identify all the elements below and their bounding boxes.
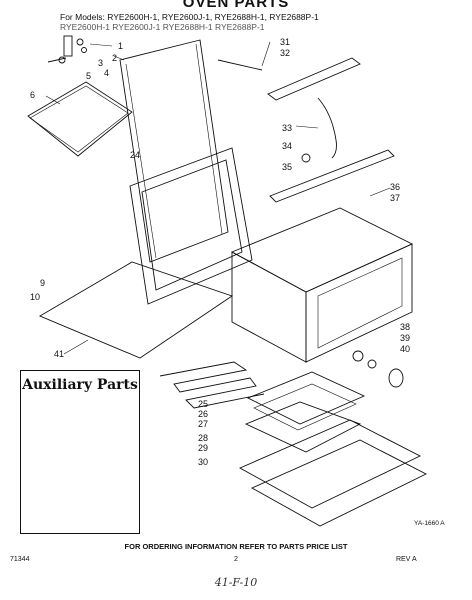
callout-27: 27 <box>198 419 208 429</box>
diagram-title: OVEN PARTS <box>182 0 290 11</box>
top-rail-drawing <box>217 57 361 101</box>
door-frame-drawing <box>129 147 253 305</box>
oven-cavity-drawing <box>230 207 414 363</box>
callout-36: 36 <box>390 182 400 192</box>
callout-37: 37 <box>390 193 400 203</box>
callout-6: 6 <box>30 90 35 100</box>
broiler-pan-drawing <box>244 371 366 453</box>
callout-29: 29 <box>198 443 208 453</box>
callout-1: 1 <box>118 41 123 51</box>
callout-2: 2 <box>112 53 117 63</box>
auxiliary-parts-box: Auxiliary Parts <box>20 370 140 534</box>
oven-light-drawing <box>352 350 404 388</box>
vent-tube-drawing <box>317 97 337 159</box>
callout-32: 32 <box>280 48 290 58</box>
callout-3: 3 <box>98 58 103 68</box>
callout-labels: 1 2 3 4 5 6 9 10 24 25 26 27 28 29 30 31… <box>30 37 410 467</box>
model-list-secondary: RYE2600H-1 RYE2600J-1 RYE2688H-1 RYE2688… <box>60 22 265 32</box>
callout-31: 31 <box>280 37 290 47</box>
page-number: 2 <box>234 556 238 563</box>
handwritten-note: 41-F-10 <box>214 576 258 589</box>
callout-35: 35 <box>282 162 292 172</box>
callout-26: 26 <box>198 409 208 419</box>
callout-33: 33 <box>282 123 292 133</box>
callout-28: 28 <box>198 433 208 443</box>
grommet-drawing <box>301 153 311 163</box>
front-rail-drawing <box>269 149 395 203</box>
callout-10: 10 <box>30 292 40 302</box>
callout-41: 41 <box>54 349 64 359</box>
auxiliary-parts-title: Auxiliary Parts <box>22 377 138 393</box>
revision-label: REV A <box>396 556 417 563</box>
callout-25: 25 <box>198 399 208 409</box>
drawing-reference-code: YA-1660 A <box>414 520 445 527</box>
callout-4: 4 <box>104 68 109 78</box>
rear-panel-drawing <box>27 81 133 157</box>
callout-9: 9 <box>40 278 45 288</box>
callout-5: 5 <box>86 71 91 81</box>
callout-38: 38 <box>400 322 410 332</box>
callout-39: 39 <box>400 333 410 343</box>
document-number: 71344 <box>10 556 30 563</box>
oven-rack-drawing <box>238 419 428 527</box>
bottom-panel-drawing <box>38 261 234 359</box>
ordering-note: FOR ORDERING INFORMATION REFER TO PARTS … <box>124 542 348 551</box>
callout-34: 34 <box>282 141 292 151</box>
callout-30: 30 <box>198 457 208 467</box>
callout-24: 24 <box>130 150 140 160</box>
side-panel-drawing <box>119 39 229 263</box>
callout-40: 40 <box>400 344 410 354</box>
bake-element-drawing <box>159 361 265 409</box>
callout-leaders <box>45 41 391 355</box>
hinge-hardware-drawing <box>47 35 87 64</box>
model-list: For Models: RYE2600H-1, RYE2600J-1, RYE2… <box>60 12 319 22</box>
